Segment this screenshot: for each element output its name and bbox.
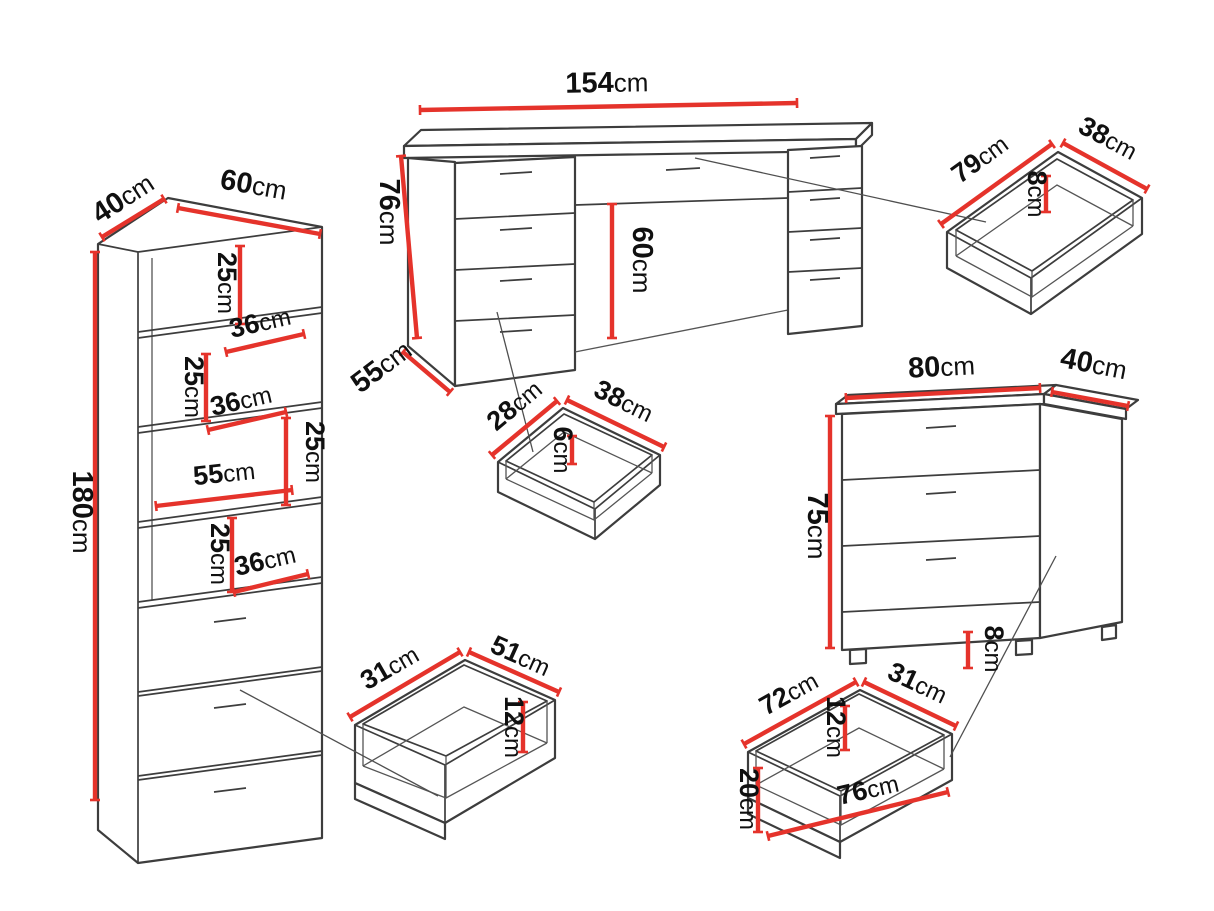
dim-line-cabinet-width xyxy=(175,202,323,240)
drawer-front-panel xyxy=(353,781,447,841)
drawer-handle-lines xyxy=(665,167,701,171)
drawer-handle-lines xyxy=(925,425,957,561)
dim-line-drawer-c-width xyxy=(487,396,562,460)
dim-label-cabinet-inner-3: 25cm xyxy=(179,356,209,418)
dim-label-cabinet-inner-5: 25cm xyxy=(300,421,330,483)
dim-line-drawer-br-panel-width xyxy=(765,786,951,842)
drawer-handle-lines xyxy=(809,155,841,281)
dim-label-chest-width: 80cm xyxy=(907,349,976,384)
dim-line-drawer-br-depth xyxy=(860,676,960,732)
dim-label-chest-base-height: 8cm xyxy=(979,625,1009,672)
dim-line-chest-width xyxy=(844,382,1042,404)
dim-line-cabinet-inner-6 xyxy=(154,484,294,512)
dim-label-drawer-c-height: 6cm xyxy=(548,426,578,473)
leader-line-chest-to-drawer xyxy=(949,555,1057,758)
dim-label-cabinet-height: 180cm xyxy=(66,470,98,553)
dim-line-cabinet-inner-2 xyxy=(223,328,307,358)
dim-label-drawer-tr-height: 8cm xyxy=(1022,170,1052,217)
dim-line-drawer-c-depth xyxy=(563,394,668,453)
chest-legs xyxy=(848,623,1118,666)
dim-line-cabinet-inner-4 xyxy=(205,406,289,436)
dim-line-drawer-br-width xyxy=(740,676,860,750)
dim-line-desk-width xyxy=(418,97,799,116)
dim-line-drawer-tr-depth xyxy=(1059,137,1151,195)
dim-label-cabinet-inner-6: 55cm xyxy=(192,455,257,491)
drawer-handle-lines xyxy=(213,617,247,793)
dim-label-drawer-tr-depth: 38cm xyxy=(1074,110,1143,166)
cabinet-drawer-dividers xyxy=(137,666,323,781)
dim-label-drawer-br-panel-width: 76cm xyxy=(834,768,901,811)
dim-label-desk-height: 76cm xyxy=(373,179,405,246)
dim-label-drawer-br-panel-height: 20cm xyxy=(734,768,764,830)
dim-line-desk-height xyxy=(395,154,423,340)
dim-label-drawer-bc-depth: 31cm xyxy=(355,639,424,696)
dim-label-drawer-c-depth: 38cm xyxy=(589,374,658,428)
dim-label-drawer-c-width: 28cm xyxy=(481,374,548,437)
dim-label-drawer-br-depth: 31cm xyxy=(883,656,952,709)
dim-line-drawer-bc-depth xyxy=(346,647,464,722)
dim-label-cabinet-inner-1: 25cm xyxy=(212,252,242,314)
dim-line-drawer-tr-width xyxy=(937,139,1056,229)
dim-label-cabinet-inner-7: 25cm xyxy=(205,523,235,585)
dim-label-desk-width: 154cm xyxy=(565,66,649,99)
dim-label-cabinet-inner-4: 36cm xyxy=(207,379,274,422)
leader-line-cabinet-to-drawer xyxy=(239,689,439,797)
dim-label-drawer-bc-height: 12cm xyxy=(499,696,529,758)
dim-label-desk-knee-height: 60cm xyxy=(626,227,658,294)
dim-label-chest-height: 75cm xyxy=(801,493,833,560)
dim-label-drawer-br-height: 12cm xyxy=(821,696,851,758)
dim-line-desk-depth xyxy=(398,347,455,397)
dim-line-cabinet-inner-8 xyxy=(231,568,311,598)
dim-line-drawer-bc-width xyxy=(465,646,563,698)
dim-line-cabinet-depth xyxy=(98,194,168,242)
dim-label-chest-depth: 40cm xyxy=(1058,342,1130,386)
drawer-handle-lines xyxy=(499,171,533,333)
chest-drawing xyxy=(834,383,1140,666)
dim-label-drawer-br-width: 72cm xyxy=(754,665,823,721)
dim-label-cabinet-width: 60cm xyxy=(218,164,289,207)
dim-line-chest-depth xyxy=(1049,386,1131,412)
